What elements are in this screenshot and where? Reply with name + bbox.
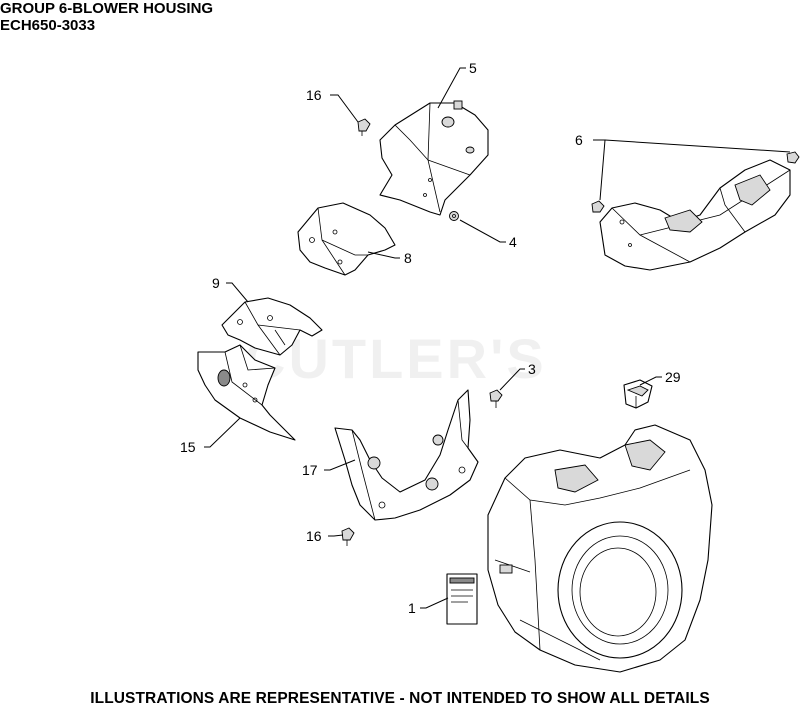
part-6-screw-left bbox=[591, 200, 605, 213]
part-16-screw-bottom bbox=[341, 527, 355, 546]
diagram-header: GROUP 6-BLOWER HOUSING ECH650-3033 bbox=[0, 0, 213, 34]
callout-9: 9 bbox=[212, 275, 220, 291]
callout-4: 4 bbox=[509, 234, 517, 250]
callout-29: 29 bbox=[665, 369, 681, 385]
disclaimer-footer: ILLUSTRATIONS ARE REPRESENTATIVE - NOT I… bbox=[90, 690, 710, 707]
part-16-screw-top bbox=[357, 118, 371, 136]
diagram-title: GROUP 6-BLOWER HOUSING bbox=[0, 0, 214, 17]
part-1-decal bbox=[446, 573, 478, 625]
part-15-baffle bbox=[197, 344, 296, 441]
callout-5: 5 bbox=[469, 60, 477, 76]
leader-lines bbox=[204, 67, 791, 609]
part-5-bracket bbox=[379, 100, 489, 216]
part-17-shroud bbox=[334, 389, 479, 521]
part-4-nut bbox=[449, 211, 459, 221]
part-8-bracket bbox=[297, 202, 396, 276]
part-9-bracket bbox=[221, 297, 323, 356]
callout-1: 1 bbox=[408, 600, 416, 616]
model-number: ECH650-3033 bbox=[0, 17, 96, 34]
callout-8: 8 bbox=[404, 250, 412, 266]
callout-3: 3 bbox=[528, 361, 536, 377]
callout-15: 15 bbox=[180, 439, 196, 455]
callout-16-bottom: 16 bbox=[306, 528, 322, 544]
part-3-screw bbox=[489, 389, 503, 408]
part-29-clip bbox=[623, 379, 653, 409]
callout-17: 17 bbox=[302, 462, 318, 478]
part-6-screw-right bbox=[786, 151, 800, 164]
part-1-blower-housing bbox=[487, 424, 713, 673]
callout-6: 6 bbox=[575, 132, 583, 148]
part-6-cover bbox=[599, 159, 791, 271]
callout-16-top: 16 bbox=[306, 87, 322, 103]
